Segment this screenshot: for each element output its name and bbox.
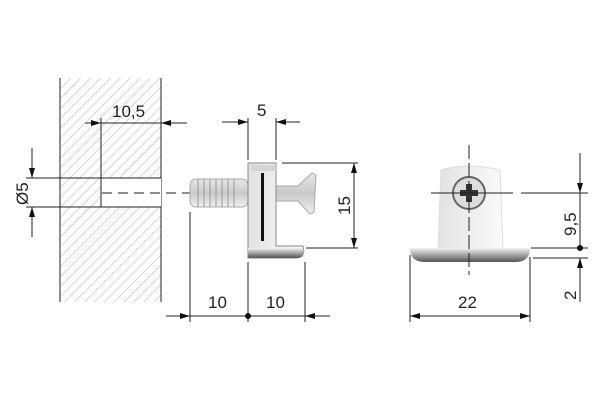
slot — [261, 173, 264, 241]
screw-height-label: 9,5 — [561, 212, 580, 236]
pin-length-label: 10 — [208, 293, 227, 312]
pin-thread — [189, 178, 249, 208]
side-view: 5 15 10 10 — [166, 101, 358, 322]
base-thickness-label: 2 — [561, 291, 580, 300]
front-view: 22 9,5 2 — [409, 145, 588, 322]
wall-section: 10,5 Ø5 — [13, 78, 305, 302]
hole-diameter-label: Ø5 — [13, 182, 32, 205]
support-body — [247, 162, 305, 259]
height-label: 15 — [335, 196, 354, 215]
hole-depth-label: 10,5 — [112, 102, 145, 121]
body-width-label: 5 — [257, 101, 266, 120]
body-length-label: 10 — [266, 293, 285, 312]
support-base — [248, 248, 304, 258]
front-base — [410, 248, 530, 262]
screw — [275, 172, 317, 215]
width-label: 22 — [458, 293, 477, 312]
